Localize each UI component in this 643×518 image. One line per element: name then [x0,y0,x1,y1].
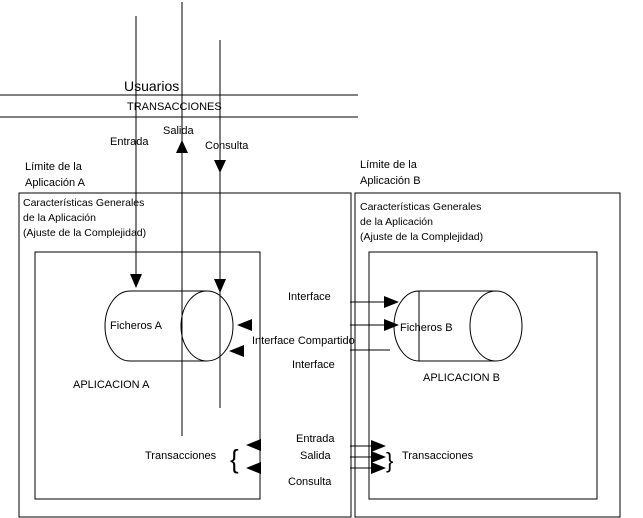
app-b-label: APLICACION B [423,372,500,384]
b-consulta-arrowhead [371,462,386,474]
app-b-transactions-label: Transacciones [402,450,474,462]
b-salida-arrowhead [371,451,386,463]
app-b-characteristics-3: (Ajuste de la Complejidad) [360,231,483,243]
app-a-inner [34,251,261,500]
app-a-transactions-label: Transacciones [145,450,217,462]
interface-top-label: Interface [288,291,331,303]
app-a-characteristics-1: Características Generales [23,197,144,209]
users-label: Usuarios [124,78,179,94]
interface-bottom-label: Interface [292,359,335,371]
app-a-transactions-brace: { [230,444,239,474]
consulta-arrowhead-files [214,279,226,293]
app-b-characteristics-1: Características Generales [360,201,481,213]
files-a-label: Ficheros A [110,320,163,332]
transactions-band-label: TRANSACCIONES [127,101,222,113]
salida-arrowhead [176,140,188,153]
app-b-boundary-label-1: Límite de la [360,159,418,171]
salida-label: Salida [163,125,194,137]
consulta-label: Consulta [205,140,249,152]
shared-interface-label: Interface Compartido [252,335,355,347]
app-b-characteristics-2: de la Aplicación [360,216,433,228]
b-consulta-label: Consulta [288,476,332,488]
shared-interface-arrowhead-a [237,319,252,331]
entrada-arrowhead [130,274,142,288]
app-a-label: APLICACION A [73,379,150,391]
shared-interface-arrowhead-b [384,319,399,331]
app-b-inner [368,251,598,500]
interface-top-arrowhead [384,296,399,308]
app-b-boundary-label-2: Aplicación B [360,175,421,187]
consulta-arrowhead-down [214,160,226,173]
app-b-transactions-brace: } [386,448,393,473]
app-b-boundary [354,192,621,518]
b-salida-label: Salida [300,450,331,462]
entrada-label: Entrada [110,136,149,148]
app-a-characteristics-3: (Ajuste de la Complejidad) [23,227,146,239]
app-a-characteristics-2: de la Aplicación [23,212,96,224]
files-b-label: Ficheros B [400,322,453,334]
files-a-cylinder-end [180,290,234,362]
b-entrada-label: Entrada [296,433,335,445]
app-a-transaction-arrow-2 [246,462,261,474]
app-a-boundary [18,192,352,518]
files-b-cylinder-body [393,290,496,362]
files-a-cylinder-body [104,290,207,362]
app-a-boundary-label-1: Límite de la [25,161,83,173]
app-a-transaction-arrow-1 [246,439,261,451]
files-b-cylinder-end [469,290,523,362]
b-entrada-arrowhead [371,440,386,452]
interface-arrowhead-a [229,345,244,357]
app-a-boundary-label-2: Aplicación A [25,177,86,189]
